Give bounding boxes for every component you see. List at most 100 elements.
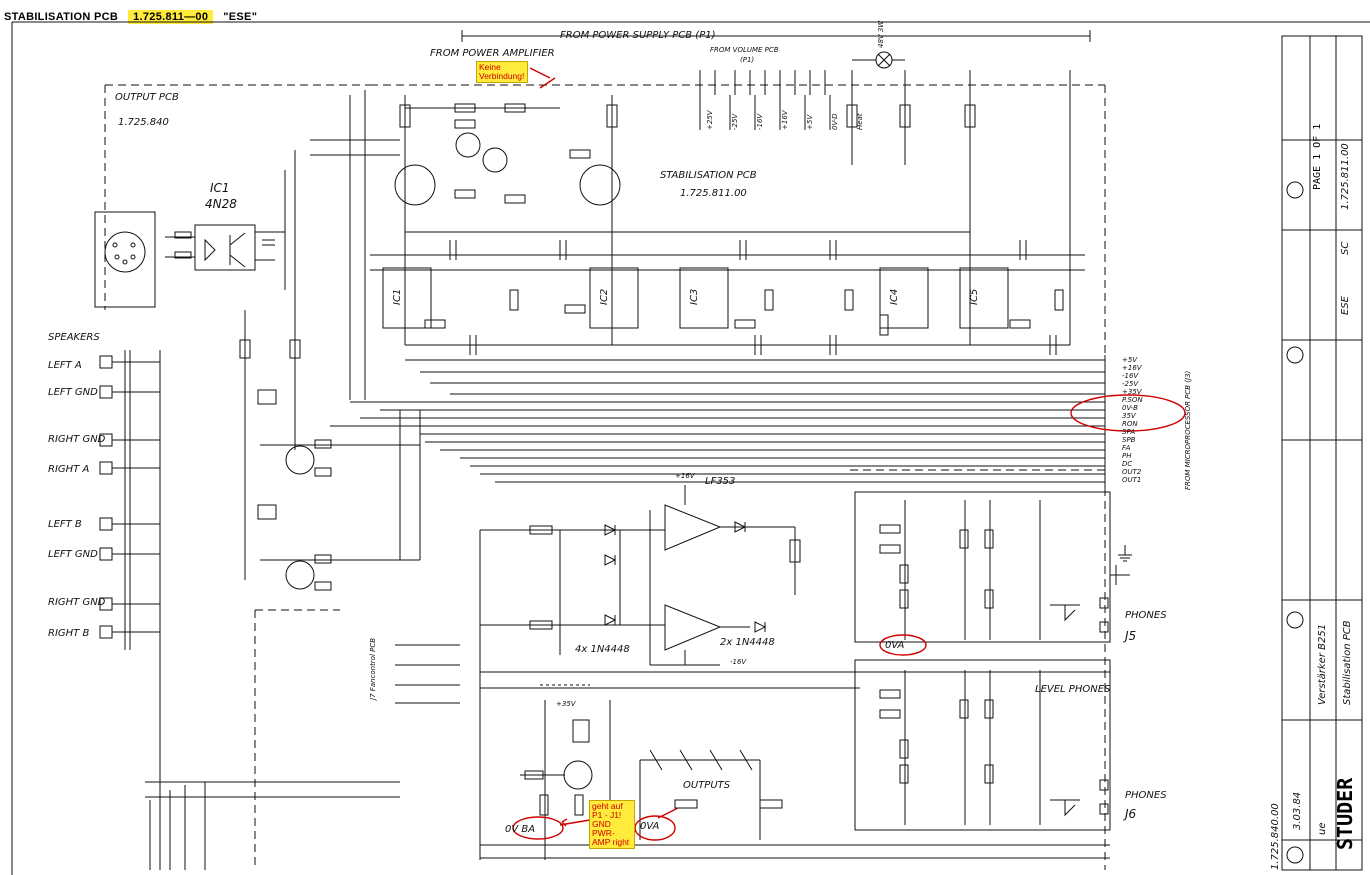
label-lamp: 48V 3W [877,20,885,48]
label-ic1-part: 4N28 [205,197,237,211]
title-block-date: 3.03.84 [1292,792,1303,830]
regulator-ic3 [679,267,729,329]
label-ic1: IC1 [210,181,230,195]
label-phones-j5: PHONES [1125,610,1167,621]
label-v16: +16V [675,472,696,480]
opamp-ic6a [664,504,722,551]
bus-label: RON [1122,420,1138,428]
label-outputs: OUTPUTS [683,780,731,791]
regulator-label-1: IC1 [392,289,403,305]
label-from-power-amplifier: FROM POWER AMPLIFIER [430,48,555,59]
label-right-b: RIGHT B [48,628,89,639]
page-header: STABILISATION PCB 1.725.811—00 "ESE" [4,8,257,26]
label-right-a: RIGHT A [48,464,89,475]
regulator-ic2 [589,267,639,329]
title-block-init: ue [1317,823,1328,836]
title-block-page: PAGE 1 OF 1 [1312,124,1323,190]
title-block-doc: 1.725.811.00 [1340,143,1351,210]
regulator-ic5 [959,267,1009,329]
label-diodes: 4x 1N4448 [575,644,630,655]
header-variant: "ESE" [223,11,258,23]
annotation-ellipse-0va [879,634,927,656]
bus-label: SPB [1122,436,1136,444]
label-left-a: LEFT A [48,360,82,371]
phones-network-upper [854,491,1111,643]
bus-label: 35V [1122,412,1137,420]
bus-labels: +5V+16V-16V-25V+35VP.SON0V-B35VRONSPASPB… [1122,356,1143,484]
transistor-q101 [579,164,621,206]
label-output-pcb: OUTPUT PCB [115,92,179,103]
title-block-desc2: Stabilisation PCB [1342,620,1353,705]
fuse-f2 [606,104,618,128]
annotation-ellipse-0vba [512,816,564,840]
annotation-no-connection: Keine Verbindung! [476,61,528,83]
regulator-label-5: IC5 [969,289,980,305]
regulator-labels: IC1 IC2 IC3 IC4 IC5 [392,289,980,305]
header-doc-number: 1.725.811—00 [128,10,214,24]
bus-label: FA [1122,444,1131,452]
regulator-label-3: IC3 [689,289,700,305]
annotation-ellipse-0va-2 [634,815,676,841]
regulator-label-4: IC4 [889,289,900,305]
title-block-desc1: Verstärker B251 [1317,624,1328,705]
label-vm16: -16V [730,658,747,666]
bus-label: 0V-B [1122,404,1138,412]
label-j6: J6 [1123,807,1137,821]
fuse-f1 [399,104,411,128]
title-block-text: STUDER PAGE 1 OF 1 1.725.811.00 ESE SC V… [1270,124,1357,870]
opamp-ic6b [664,604,722,651]
psu-pin-label: Heat [856,113,864,130]
label-lf353: LF353 [705,476,735,487]
label-right-gnd: RIGHT GND [48,434,106,445]
label-j5: J5 [1123,629,1136,643]
label-stab-pcb-num: 1.725.811.00 [680,188,747,199]
bus-label: -16V [1122,372,1139,380]
psu-pin-label: -25V [731,113,739,130]
label-left-b: LEFT B [48,519,82,530]
psu-pin-label: +25V [706,109,714,130]
connector-j2 [94,211,156,308]
bus-label: +16V [1122,364,1143,372]
label-left-gnd-2: LEFT GND [48,549,98,560]
title-block-sc: SC [1340,242,1351,255]
title-block-circle [1286,181,1304,199]
schematic-labels: FROM POWER SUPPLY PCB (P1) FROM POWER AM… [48,20,1192,835]
bus-label: DC [1122,460,1132,468]
transistor-q100 [394,164,436,206]
title-block-variant: ESE [1340,295,1351,315]
label-right-gnd-2: RIGHT GND [48,597,106,608]
label-volume-pcb-ref: (P1) [740,56,754,64]
bus-label: P.SON [1122,396,1143,404]
label-0va: 0VA [885,640,905,651]
label-diodes-2: 2x 1N4448 [720,637,775,648]
label-from-power-supply: FROM POWER SUPPLY PCB (P1) [560,30,716,41]
psu-pin-label: +16V [781,109,789,130]
speaker-terminals [99,355,113,639]
label-phones-j6: PHONES [1125,790,1167,801]
label-stab-pcb: STABILISATION PCB [660,170,757,181]
annotation-gnd-note: geht auf P1 - J1! GND PWR-AMP right [589,800,635,849]
header-title: STABILISATION PCB [4,11,119,23]
bus-label: +35V [1122,388,1143,396]
regulator-ic1 [382,267,432,329]
relay-k1-lower [572,719,590,743]
ic1-optocoupler [194,224,256,271]
label-output-pcb-num: 1.725.840 [118,117,169,128]
label-from-microprocessor: FROM MICROPROCESSOR PCB (J3) [1184,370,1192,490]
psu-pin-label: 0V-D [831,113,839,130]
label-speakers: SPEAKERS [48,332,100,343]
regulator-label-2: IC2 [599,289,610,305]
label-left-gnd: LEFT GND [48,387,98,398]
title-block-company: STUDER [1333,777,1357,850]
title-block-frame [1281,35,1363,871]
regulator-ic4 [879,267,929,329]
bus-label: OUT2 [1122,468,1142,476]
bus-label: OUT1 [1122,476,1141,484]
transistor-q5 [563,760,593,790]
label-0va-2: 0VA [640,821,660,832]
title-block-drawing: 1.725.840.00 [1270,803,1281,870]
annotation-ellipse-bus [1070,394,1186,432]
label-fancontrol: J7 Fancontrol PCB [369,638,377,702]
